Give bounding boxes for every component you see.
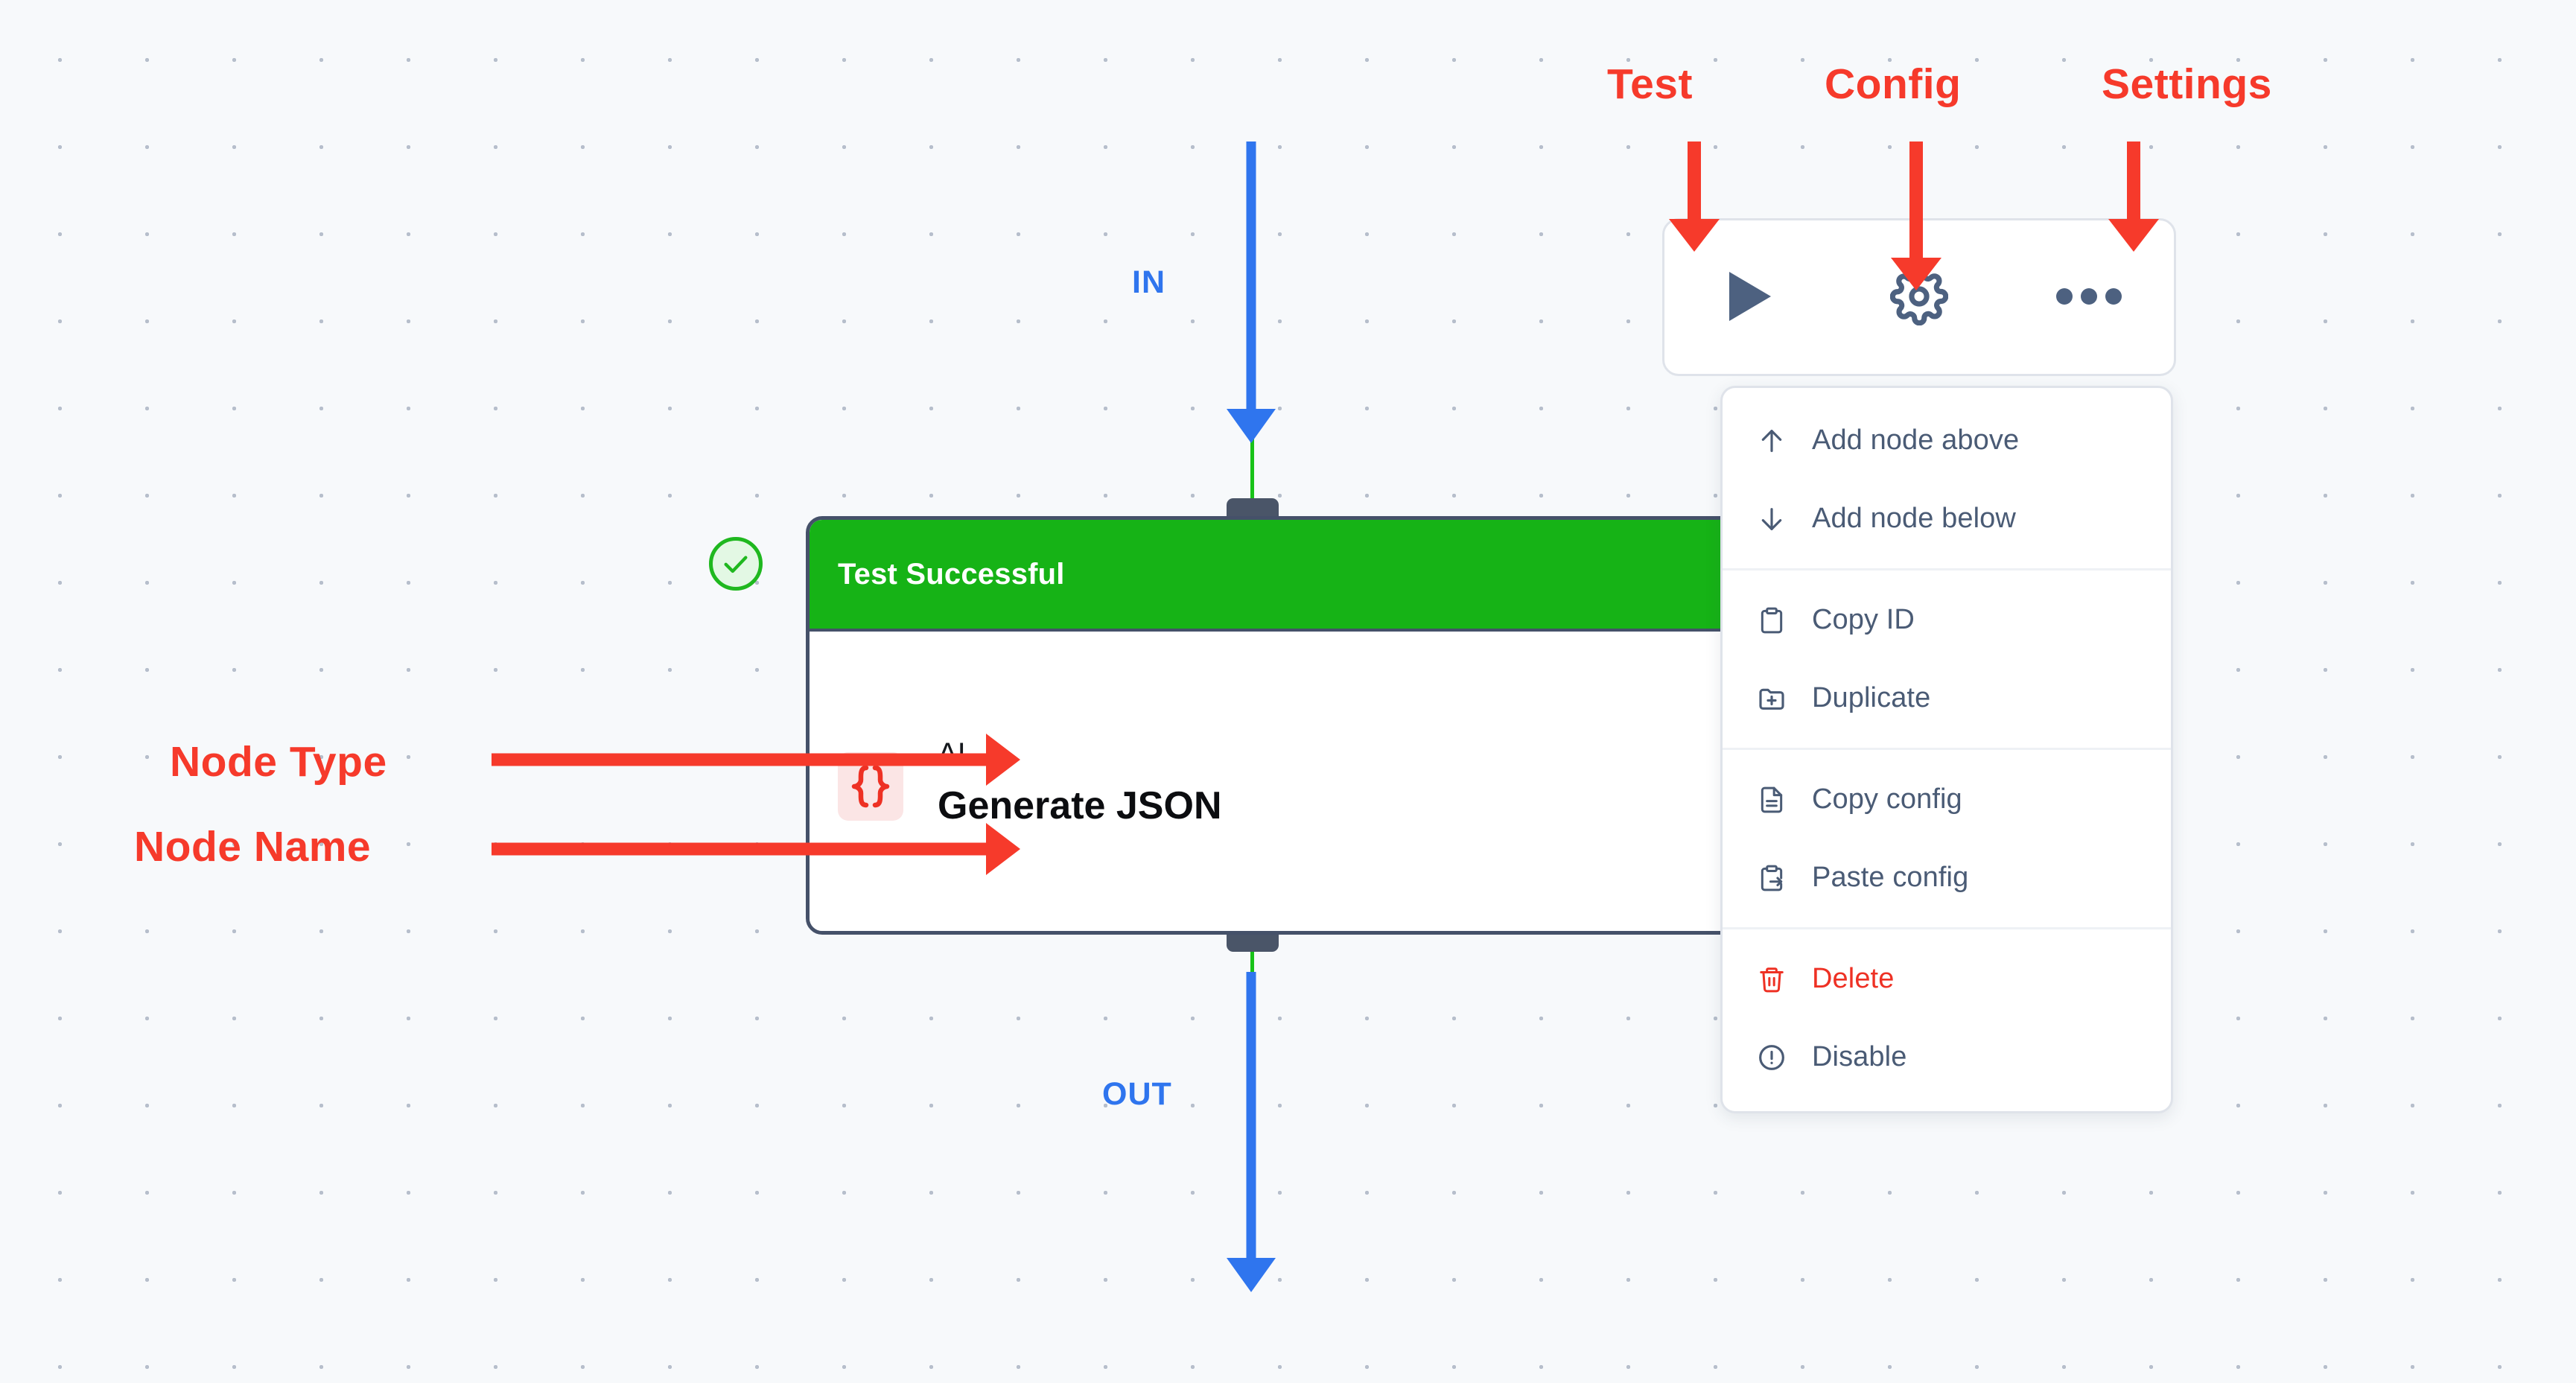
in-arrow-head	[1227, 409, 1276, 443]
out-label: OUT	[1102, 1076, 1172, 1112]
ellipsis-icon	[2055, 287, 2122, 308]
annotation-label-node-type: Node Type	[170, 738, 387, 786]
out-arrow-head	[1227, 1258, 1276, 1292]
annotation-arrow-shaft	[1688, 142, 1701, 225]
annotation-arrow-node-name	[492, 823, 1020, 875]
annotation-arrow-settings	[2108, 142, 2160, 252]
menu-item-paste-config[interactable]: Paste config	[1723, 839, 2171, 917]
menu-item-disable[interactable]: Disable	[1723, 1018, 2171, 1096]
clipboard-icon	[1755, 604, 1788, 637]
annotation-arrow-head	[1669, 219, 1720, 252]
menu-item-label: Add node below	[1812, 503, 2016, 534]
clipboard-arrow-icon	[1755, 862, 1788, 894]
annotation-label-settings: Settings	[2102, 60, 2272, 108]
menu-item-label: Delete	[1812, 963, 1895, 994]
menu-item-add-node-above[interactable]: Add node above	[1723, 401, 2171, 480]
folder-plus-icon	[1755, 682, 1788, 715]
in-label: IN	[1132, 264, 1165, 300]
annotation-arrow-head	[986, 734, 1020, 786]
annotation-arrow-head	[986, 823, 1020, 875]
menu-item-label: Duplicate	[1812, 682, 1931, 713]
menu-item-delete[interactable]: Delete	[1723, 940, 2171, 1018]
node-input-handle[interactable]	[1227, 498, 1279, 518]
menu-divider	[1723, 748, 2171, 750]
menu-divider	[1723, 927, 2171, 929]
alert-circle-icon	[1755, 1041, 1788, 1074]
in-annotation-arrow	[1227, 142, 1276, 443]
arrow-up-icon	[1755, 425, 1788, 457]
play-icon	[1725, 269, 1774, 326]
annotation-arrow-config	[1890, 142, 1942, 290]
annotation-arrow-head	[1891, 258, 1941, 290]
menu-item-duplicate[interactable]: Duplicate	[1723, 659, 2171, 737]
menu-item-label: Paste config	[1812, 862, 1969, 893]
out-arrow-shaft	[1246, 972, 1256, 1261]
test-button[interactable]	[1664, 220, 1834, 374]
check-circle-icon	[709, 537, 763, 591]
annotation-arrow-node-type	[492, 734, 1020, 786]
annotation-label-test: Test	[1607, 60, 1693, 108]
menu-item-add-node-below[interactable]: Add node below	[1723, 480, 2171, 558]
out-annotation-arrow	[1227, 972, 1276, 1292]
annotation-arrow-shaft	[1909, 142, 1923, 264]
menu-item-label: Disable	[1812, 1041, 1907, 1072]
menu-item-copy-id[interactable]: Copy ID	[1723, 581, 2171, 659]
annotation-arrow-shaft	[2127, 142, 2140, 225]
node-status-label: Test Successful	[838, 557, 1065, 591]
node-name-label: Generate JSON	[938, 784, 1222, 828]
menu-item-copy-config[interactable]: Copy config	[1723, 760, 2171, 839]
in-arrow-shaft	[1246, 142, 1256, 412]
annotation-arrow-head	[2108, 219, 2159, 252]
node-output-handle[interactable]	[1227, 932, 1279, 952]
annotation-arrow-test	[1668, 142, 1720, 252]
document-lines-icon	[1755, 783, 1788, 816]
trash-icon	[1755, 963, 1788, 996]
menu-divider	[1723, 568, 2171, 570]
annotation-label-node-name: Node Name	[134, 823, 372, 871]
settings-button[interactable]	[2004, 220, 2174, 374]
node-context-menu[interactable]: Add node above Add node below Copy ID	[1720, 386, 2173, 1113]
annotation-arrow-shaft	[492, 842, 990, 856]
menu-item-label: Add node above	[1812, 425, 2020, 456]
arrow-down-icon	[1755, 503, 1788, 535]
annotation-label-config: Config	[1825, 60, 1962, 108]
menu-item-label: Copy ID	[1812, 604, 1915, 635]
menu-item-label: Copy config	[1812, 783, 1962, 815]
annotation-arrow-shaft	[492, 753, 990, 766]
